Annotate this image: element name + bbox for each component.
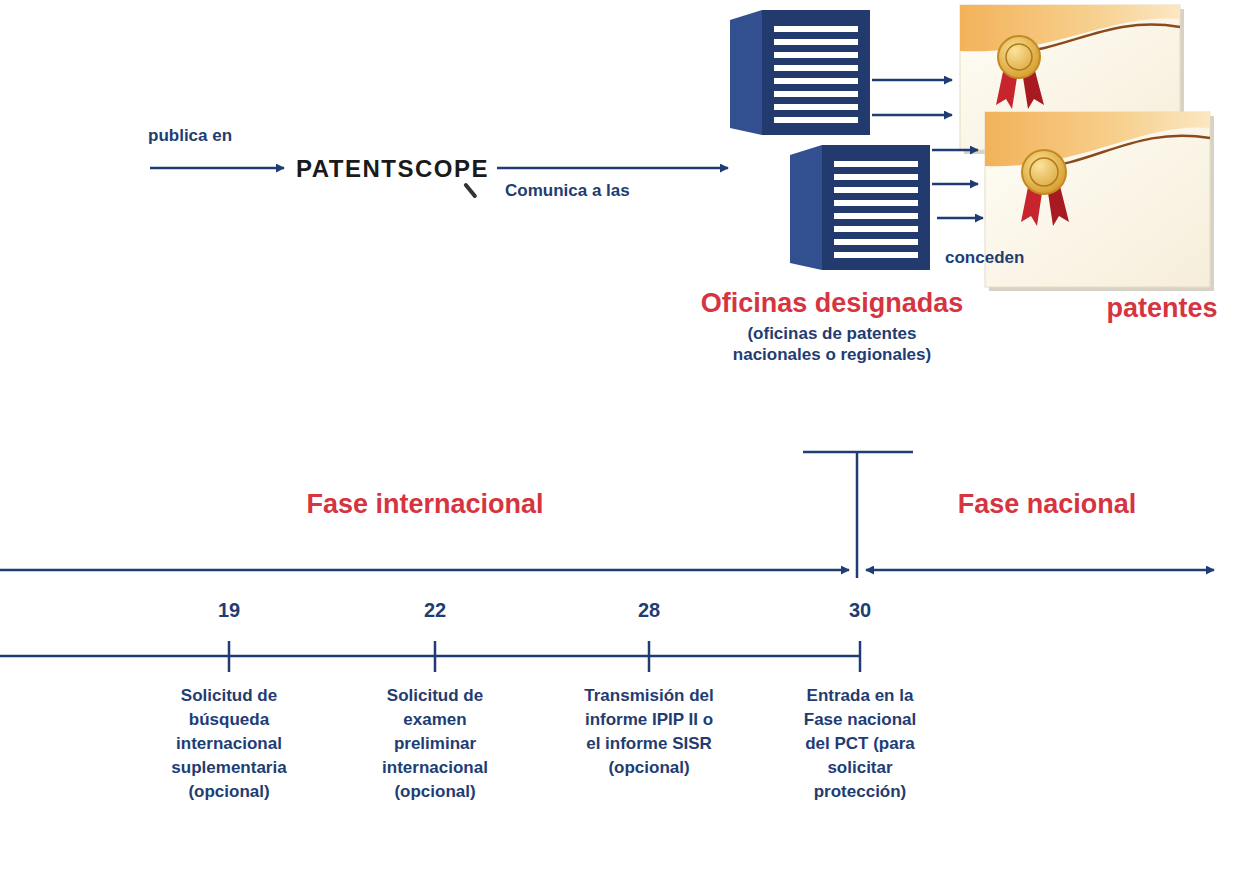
office-building <box>730 10 870 135</box>
office-subtitle: (oficinas de patentes nacionales o regio… <box>707 323 957 366</box>
office-heading: Oficinas designadas <box>662 287 1002 321</box>
phase-title: Fase nacional <box>897 488 1197 520</box>
month-number: 22 <box>405 598 465 622</box>
magnifier-handle <box>466 185 475 196</box>
edge-label: conceden <box>945 248 1024 268</box>
step-description: Solicitud de búsqueda internacional supl… <box>159 684 299 804</box>
phase-bar <box>0 452 1214 578</box>
month-number: 19 <box>199 598 259 622</box>
month-number: 30 <box>830 598 890 622</box>
flow-arrow <box>497 167 728 170</box>
designated-offices: Oficinas designadas(oficinas de patentes… <box>730 8 935 273</box>
phase-title: Fase internacional <box>215 488 635 520</box>
step-description: Transmisión del informe IPIP II o el inf… <box>581 684 717 780</box>
office-building <box>790 145 930 270</box>
step-description: Entrada en la Fase nacional del PCT (par… <box>801 684 919 804</box>
edge-label: Comunica a las <box>505 181 630 201</box>
search-service-logo: PATENTSCOPE <box>290 150 495 188</box>
grant-arrows <box>872 80 978 184</box>
input-arrow <box>150 167 284 170</box>
flow-arrow <box>937 217 983 220</box>
patents-heading: patentes <box>1087 292 1237 326</box>
flow-label: publica en <box>148 124 268 148</box>
logo-text: PATENTSCOPE <box>296 154 489 184</box>
patents-group: patentes <box>985 5 1220 290</box>
timeline-axis <box>0 641 861 672</box>
month-number: 28 <box>619 598 679 622</box>
step-description: Solicitud de examen preliminar internaci… <box>371 684 499 804</box>
